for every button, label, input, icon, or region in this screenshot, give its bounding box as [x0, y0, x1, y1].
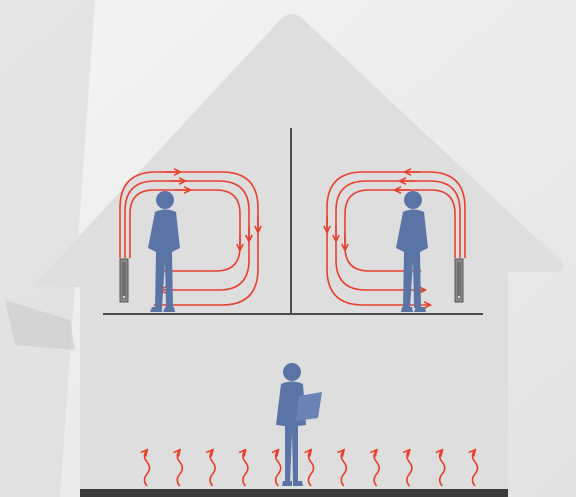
ground-floor-slab — [80, 489, 508, 497]
wall-radiator-icon — [120, 259, 128, 302]
wall-radiator-icon — [455, 259, 463, 302]
